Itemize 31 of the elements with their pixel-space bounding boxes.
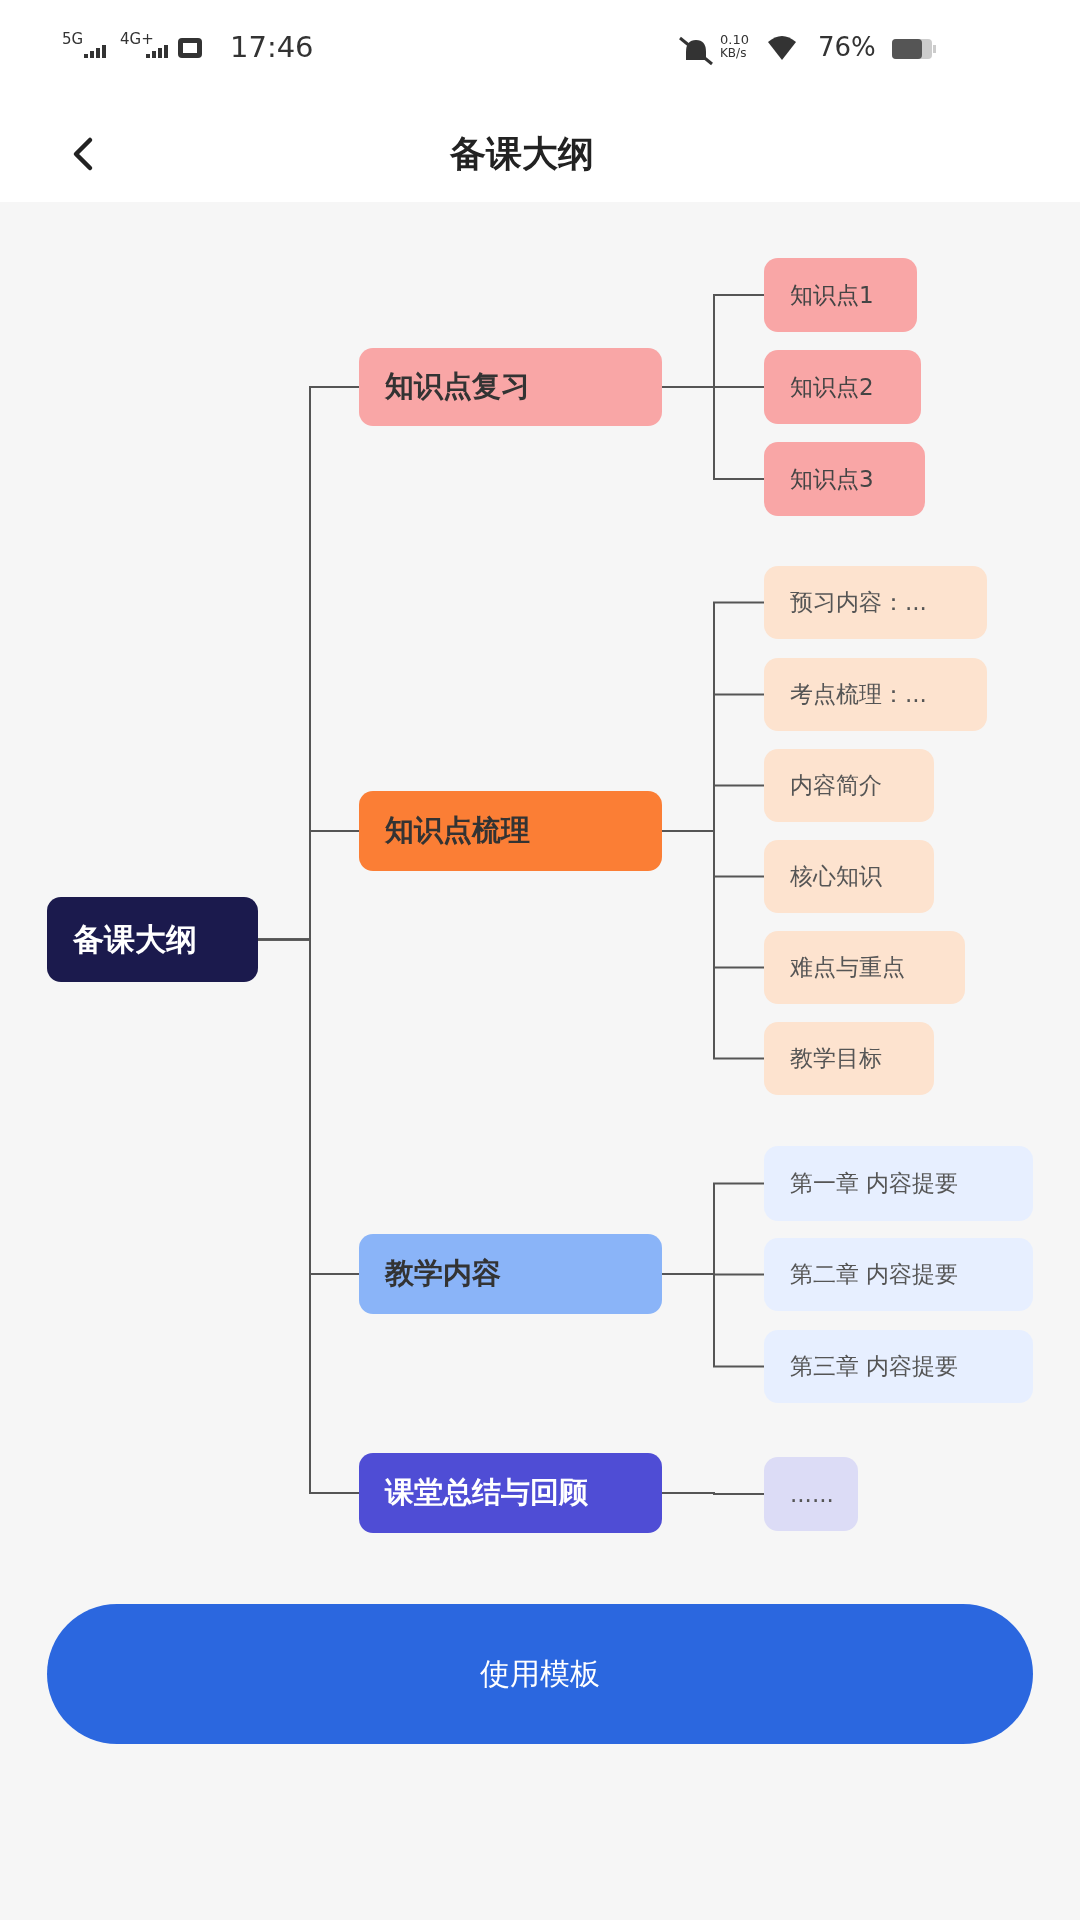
subtopic: 第二章 内容提要: [764, 1238, 1033, 1311]
branch-topic: 课堂总结与回顾: [359, 1453, 662, 1533]
subtopic: 内容简介: [764, 749, 934, 822]
subtopic: 难点与重点: [764, 931, 965, 1004]
branch-topic: 教学内容: [359, 1234, 662, 1314]
clock-time: 17:46: [230, 30, 314, 64]
subtopic: 第一章 内容提要: [764, 1146, 1033, 1221]
subtopic: 预习内容：...: [764, 566, 987, 639]
subtopic: 知识点2: [764, 350, 921, 424]
connector-line: [661, 386, 765, 480]
subtopic: 考点梳理：...: [764, 658, 987, 731]
connector-line: [661, 1492, 765, 1495]
network-speed: 0.10: [720, 32, 749, 47]
use-template-button: 使用模板: [47, 1604, 1033, 1744]
connector-line: [257, 938, 360, 1494]
subtopic: 知识点1: [764, 258, 917, 332]
connector-line: [661, 830, 765, 1060]
network-type: 5G: [62, 30, 84, 48]
network-type: 4G+: [120, 30, 154, 48]
subtopic: 第三章 内容提要: [764, 1330, 1033, 1403]
battery-percent: 76%: [818, 32, 876, 62]
connector-line: [661, 1273, 765, 1368]
subtopic: 核心知识: [764, 840, 934, 913]
branch-topic: 知识点梳理: [359, 791, 662, 871]
subtopic: 教学目标: [764, 1022, 934, 1095]
subtopic: ......: [764, 1457, 858, 1531]
root-topic: 备课大纲: [47, 897, 258, 982]
branch-topic: 知识点复习: [359, 348, 662, 426]
subtopic: 知识点3: [764, 442, 925, 516]
page-title: 备课大纲: [450, 132, 594, 176]
network-speed-unit: KB/s: [720, 46, 747, 60]
